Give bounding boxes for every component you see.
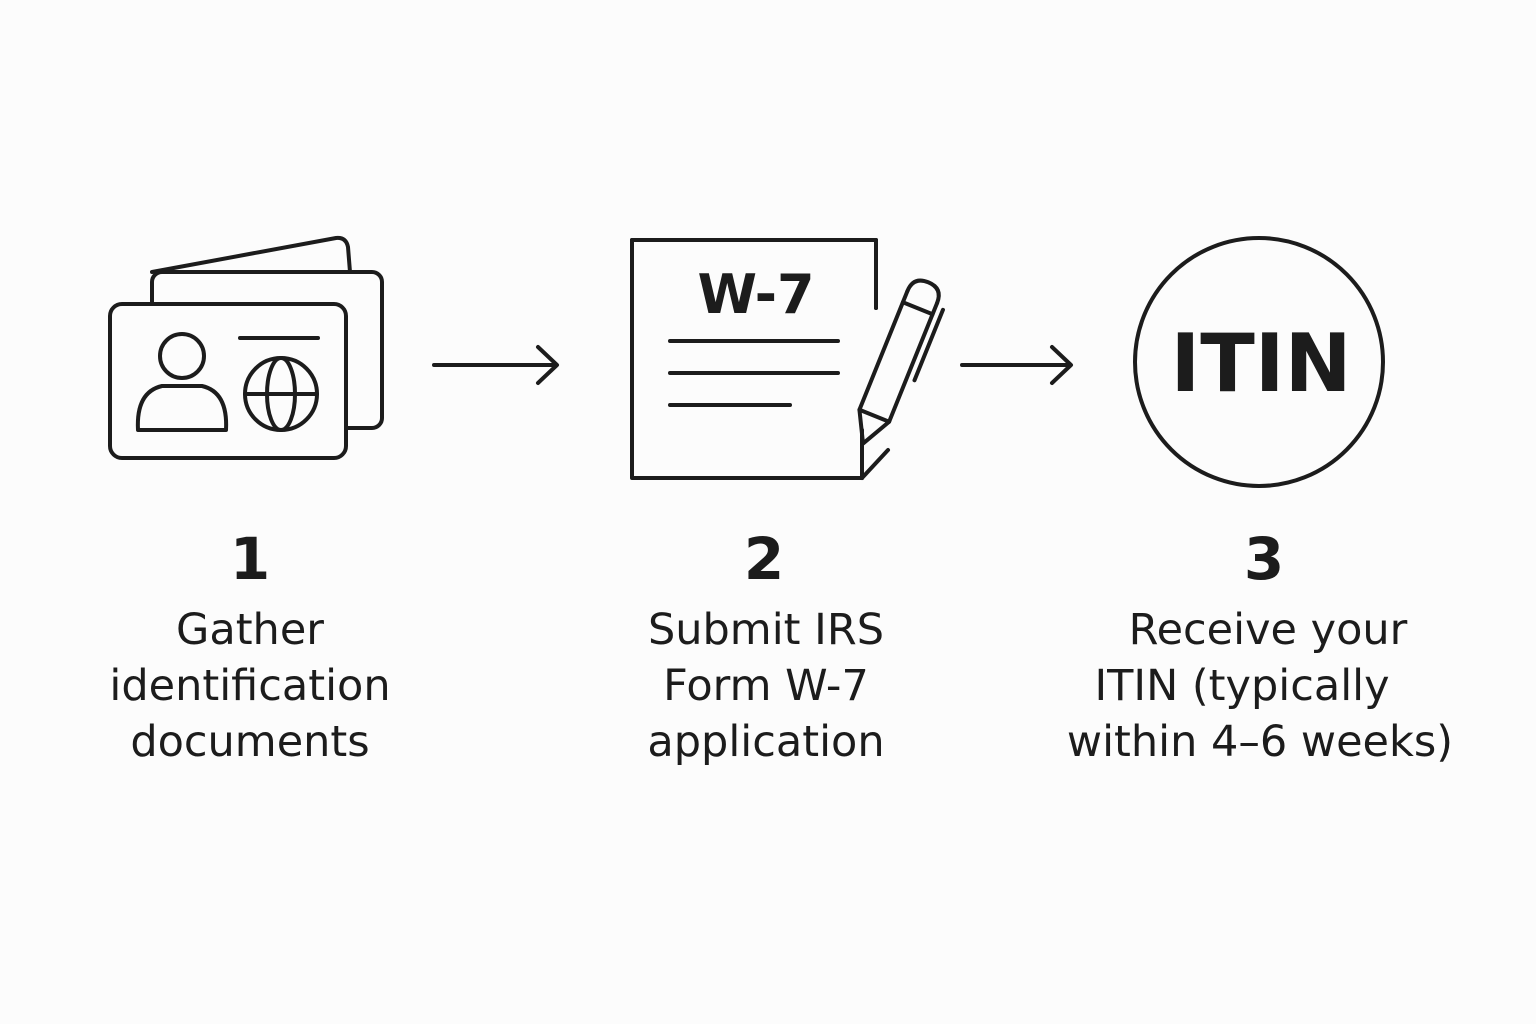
itin-circle-icon: ITIN: [1133, 236, 1385, 488]
step-3-label-line-2: ITIN (typically: [1094, 661, 1390, 711]
step-2-label-line-1: Submit IRS: [647, 605, 885, 655]
arrow-right-icon: [960, 345, 1073, 385]
step-1-label-line-1: Gather: [176, 605, 324, 655]
step-3-label: Receive your ITIN (typically within 4–6 …: [1040, 602, 1480, 770]
step-1-label: Gather identification documents: [30, 602, 470, 770]
step-1-label-line-2: identification: [109, 661, 391, 711]
arrow-right-icon: [432, 345, 559, 385]
itin-text: ITIN: [1170, 317, 1351, 410]
step-2-label-line-2: Form W-7: [663, 661, 869, 711]
id-cards-icon: [108, 235, 384, 460]
step-2-label-line-3: application: [647, 717, 885, 767]
step-3-number: 3: [1243, 525, 1285, 593]
step-1-label-line-3: documents: [130, 717, 370, 767]
form-w7-with-pen-icon: W-7: [630, 238, 945, 480]
form-title-text: W-7: [697, 263, 814, 326]
step-2-number: 2: [743, 525, 785, 593]
step-3-label-line-1: Receive your: [1128, 605, 1408, 655]
step-2-label: Submit IRS Form W-7 application: [546, 602, 986, 770]
step-1-number: 1: [229, 525, 271, 593]
step-3-label-line-3: within 4–6 weeks): [1066, 717, 1454, 767]
